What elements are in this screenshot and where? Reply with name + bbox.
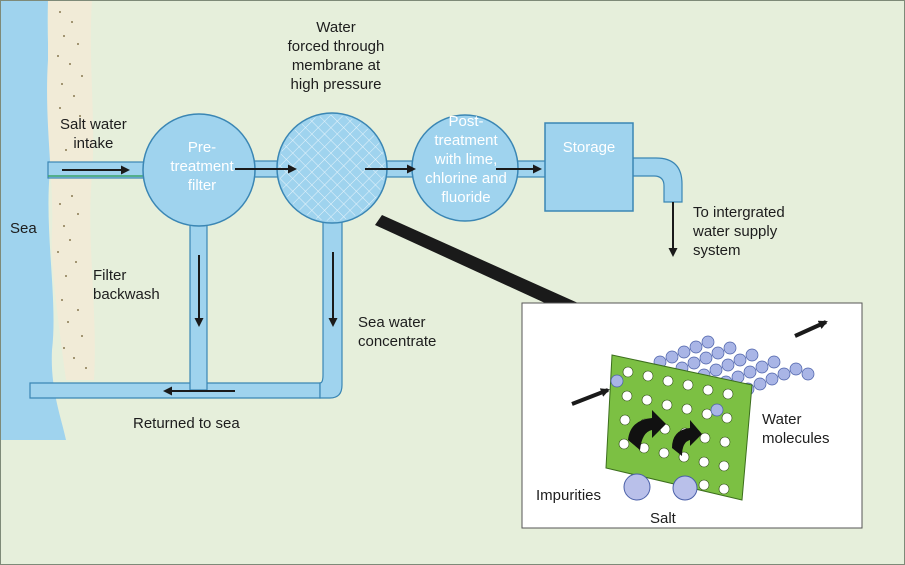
water-supply-label: To intergrated water supply system	[693, 204, 785, 259]
inset-arrow-out	[794, 320, 828, 338]
storage-label: Storage	[562, 139, 616, 156]
pretreatment-filter-label: Pre- treatment filter	[170, 139, 234, 194]
membrane-sheet	[605, 354, 753, 501]
impurities-label: Impurities	[536, 487, 602, 504]
water-molecules-front	[610, 374, 724, 417]
flow-arrows	[62, 164, 678, 396]
filter-backwash-label: Filter backwash	[93, 267, 160, 303]
post-treatment-label: Post- treatment with lime, chlorine and …	[425, 113, 507, 206]
membrane-inset	[521, 302, 863, 529]
water-forced-label: Water forced through membrane at high pr…	[287, 19, 385, 93]
zoom-wedge	[375, 215, 578, 303]
impurity-particle	[623, 473, 651, 501]
sand-shore	[47, 0, 95, 380]
salt-water-intake-label: Salt water intake	[60, 116, 127, 152]
sea-label: Sea	[10, 220, 37, 237]
rejection-arrows	[628, 410, 702, 456]
storage-outlet-pipe	[629, 157, 683, 203]
returned-to-sea-label: Returned to sea	[133, 415, 240, 432]
water-molecules-label: Water molecules	[762, 411, 830, 447]
inset-arrow-in	[571, 388, 610, 406]
concentrate-drain-pipe	[319, 221, 343, 399]
sea-water-concentrate-label: Sea water concentrate	[358, 314, 437, 350]
salt-particle	[672, 475, 698, 501]
storage-tank	[544, 122, 634, 212]
membrane-mesh	[279, 115, 385, 221]
sand-dots	[57, 11, 87, 369]
salt-label: Salt	[650, 510, 676, 527]
